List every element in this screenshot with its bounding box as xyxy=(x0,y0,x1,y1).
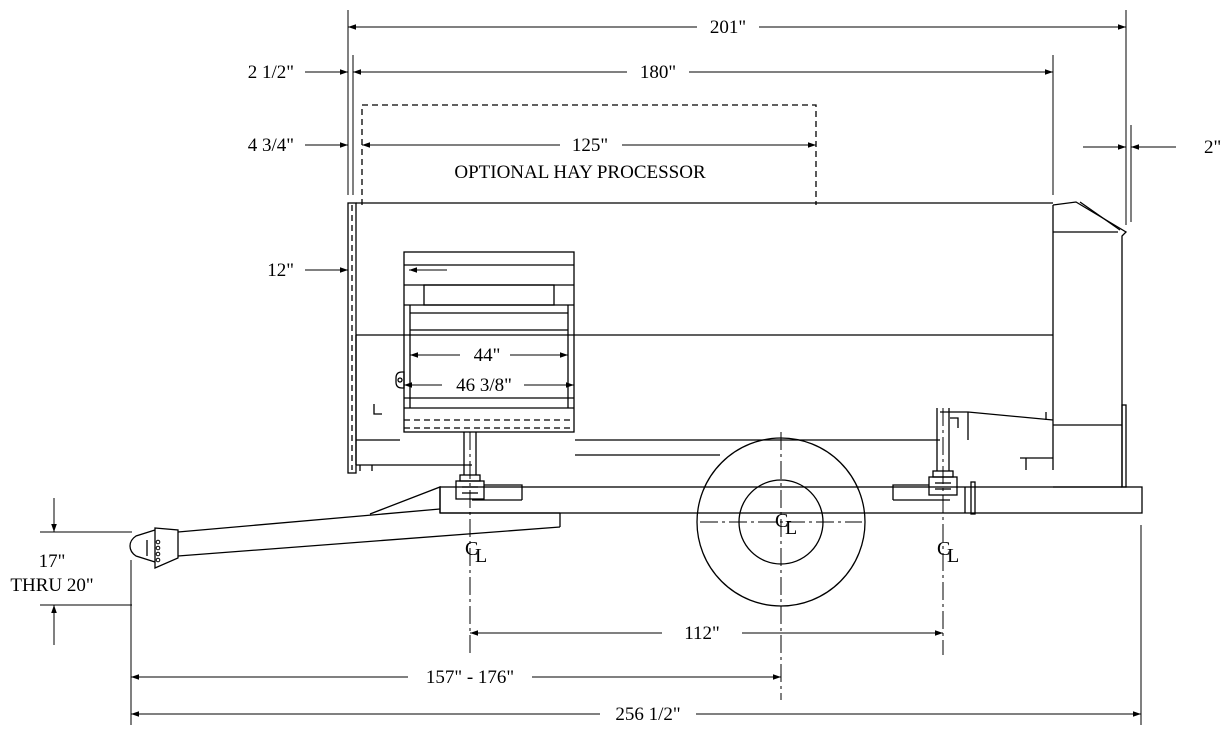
dim-axle-spacing: 112" xyxy=(470,621,943,645)
wheel xyxy=(696,437,866,607)
cl-front-l: L xyxy=(475,545,487,567)
cl-front-c: C xyxy=(465,538,478,560)
dim-46-3-8-label: 46 3/8" xyxy=(456,375,512,396)
front-panel xyxy=(347,202,357,474)
dim-door-outer: 46 3/8" xyxy=(404,373,574,397)
dim-processor-offset: 4 3/4" xyxy=(248,135,348,156)
rear-discharge xyxy=(1052,201,1128,488)
rear-scale-leg xyxy=(892,408,958,500)
hay-processor-label: OPTIONAL HAY PROCESSOR xyxy=(454,162,706,183)
hitch-tongue xyxy=(129,486,561,569)
dim-112-label: 112" xyxy=(684,623,720,644)
dim-processor-length: 125" xyxy=(362,133,816,157)
cl-rear-l: L xyxy=(947,545,959,567)
hay-processor-outline xyxy=(361,104,817,205)
mixer-box xyxy=(355,202,1054,471)
sub-frame xyxy=(439,481,1143,515)
dim-hitch-height: 17" THRU 20" xyxy=(10,498,132,645)
cl-axle-l: L xyxy=(785,517,797,539)
dim-17-label: 17" xyxy=(39,551,66,572)
front-scale-leg xyxy=(455,432,523,500)
dim-hitch-to-axle: 157" - 176" xyxy=(131,665,781,689)
dim-front-panel: 12" xyxy=(267,260,348,281)
dim-180-label: 180" xyxy=(640,62,676,83)
dim-door-inner: 44" xyxy=(410,343,568,367)
dim-44-label: 44" xyxy=(474,345,501,366)
cl-axle-c: C xyxy=(775,510,788,532)
dim-box-length: 180" xyxy=(353,60,1053,84)
centerline-symbols: C L C L C L xyxy=(465,510,959,567)
dim-2-1-2-label: 2 1/2" xyxy=(248,62,294,83)
dim-125-label: 125" xyxy=(572,135,608,156)
dim-rear-offset: 2" xyxy=(1083,137,1221,158)
side-door xyxy=(403,251,575,433)
dim-thru-20-label: THRU 20" xyxy=(10,575,93,596)
dim-12-label: 12" xyxy=(267,260,294,281)
dim-256-1-2-label: 256 1/2" xyxy=(615,704,680,725)
cl-rear-c: C xyxy=(937,538,950,560)
dim-overall-box: 201" xyxy=(348,15,1126,39)
dim-4-3-4-label: 4 3/4" xyxy=(248,135,294,156)
dim-front-offset: 2 1/2" xyxy=(248,62,348,83)
dim-2-label: 2" xyxy=(1204,137,1221,158)
extension-lines xyxy=(130,10,1142,725)
dim-201-label: 201" xyxy=(710,17,746,38)
dim-overall-length: 256 1/2" xyxy=(131,702,1141,726)
dim-157-176-label: 157" - 176" xyxy=(426,667,514,688)
